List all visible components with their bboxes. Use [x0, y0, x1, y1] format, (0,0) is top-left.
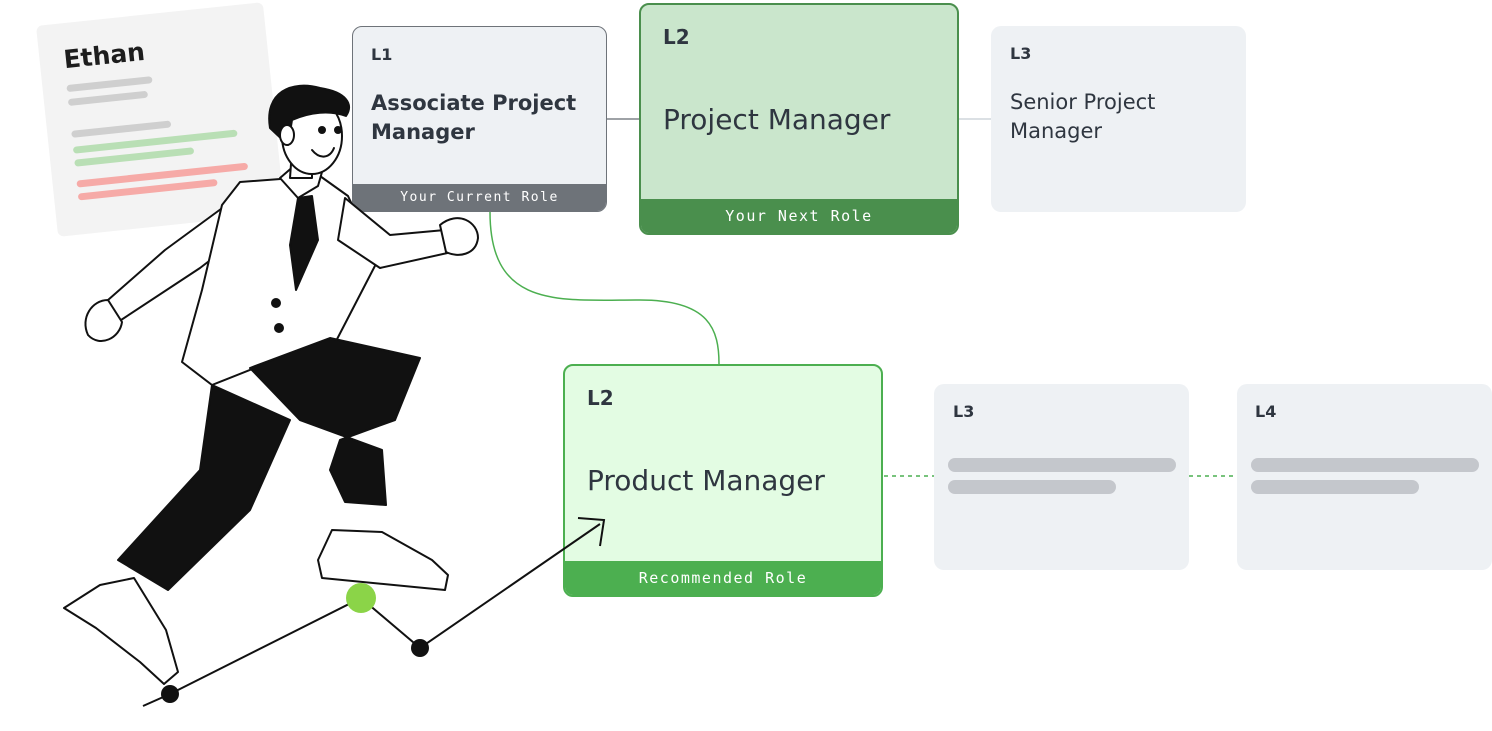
current-role-card[interactable]: L1 Associate Project Manager Your Curren… — [352, 26, 607, 212]
level-label: L1 — [371, 45, 393, 64]
back-shoe — [63, 577, 179, 685]
trajectory-point — [411, 639, 429, 657]
current-role-tag: Your Current Role — [353, 184, 606, 211]
eye — [334, 126, 342, 134]
future-role-card-l3[interactable]: L3 — [934, 384, 1189, 570]
role-title: Product Manager — [587, 464, 825, 497]
arrow-head-icon — [577, 517, 606, 547]
role-title: Senior Project Manager — [1010, 90, 1156, 143]
smile — [311, 147, 335, 158]
role-title: Associate Project Manager — [371, 91, 577, 144]
jacket-button — [274, 323, 284, 333]
placeholder-line — [948, 458, 1176, 472]
tie — [289, 195, 319, 291]
placeholder-line — [1251, 480, 1419, 494]
trajectory-point — [161, 685, 179, 703]
growth-trajectory — [142, 517, 606, 707]
eye — [318, 126, 326, 134]
recommended-role-tag: Recommended Role — [565, 561, 881, 595]
senior-role-card[interactable]: L3 Senior Project Manager — [991, 26, 1246, 212]
level-label: L2 — [663, 25, 690, 49]
level-label: L4 — [1255, 402, 1277, 421]
trousers-front-leg — [249, 337, 421, 506]
front-shoe — [317, 529, 449, 591]
placeholder-line — [1251, 458, 1479, 472]
businessman-illustration — [63, 84, 479, 685]
level-label: L3 — [1010, 44, 1032, 63]
next-role-card[interactable]: L2 Project Manager Your Next Role — [639, 3, 959, 235]
trajectory-point-current — [346, 583, 376, 613]
future-role-card-l4[interactable]: L4 — [1237, 384, 1492, 570]
fist — [439, 217, 479, 256]
jacket-button — [271, 298, 281, 308]
placeholder-line — [948, 480, 1116, 494]
ear — [279, 124, 295, 146]
recommended-role-card[interactable]: L2 Product Manager Recommended Role — [563, 364, 883, 597]
level-label: L2 — [587, 386, 614, 410]
level-label: L3 — [953, 402, 975, 421]
back-hand — [84, 299, 123, 342]
role-title: Project Manager — [663, 103, 891, 136]
next-role-tag: Your Next Role — [641, 199, 957, 233]
trousers-back-leg — [117, 384, 291, 591]
connector-current-to-recommended — [489, 211, 720, 365]
